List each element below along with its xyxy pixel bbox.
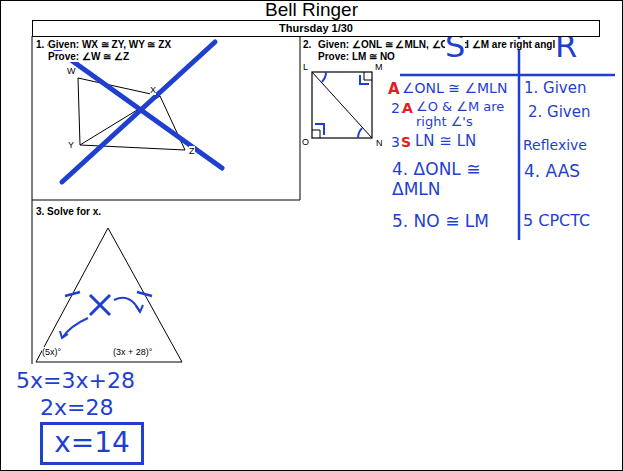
handwritten-arrow <box>136 305 143 312</box>
equation-text: 5x=3x+28 <box>16 368 135 393</box>
marker-letter: S <box>401 134 411 150</box>
reason-text: 5 CPCTC <box>523 212 590 230</box>
statement-text: ∠O & ∠M are right ∠'s <box>416 100 516 130</box>
vertex-label: M <box>375 62 383 72</box>
cross-out-mark <box>62 42 215 182</box>
step-number: 3 <box>391 134 400 150</box>
statement-text: LN ≅ LN <box>415 132 476 150</box>
reason-text: 4. AAS <box>524 162 580 182</box>
handwritten-right-angle <box>360 75 369 84</box>
tick-mark <box>65 292 80 296</box>
problem-number: 1. <box>36 39 44 51</box>
statement-text: ∠ONL ≅ ∠MLN <box>402 80 507 96</box>
angle-arc <box>358 128 362 138</box>
reason-text: Reflexive <box>523 137 587 153</box>
marker-letter: A <box>388 81 400 98</box>
statement-text: 5. NO ≅ LM <box>392 211 489 231</box>
marker-letter: A <box>402 100 413 116</box>
node-text: Thursday 1/30 <box>279 22 353 35</box>
equation-text: 2x=28 <box>40 395 113 420</box>
vertex-label: X <box>150 85 156 95</box>
marker-letter: A <box>402 100 413 116</box>
problem-text: Given: WX ≅ ZY, WY ≅ ZX <box>48 39 171 51</box>
node-text: x=14 <box>54 427 130 459</box>
t-chart-line <box>518 30 521 240</box>
right-angle-mark <box>312 130 320 138</box>
vertex-label: L <box>303 62 308 72</box>
handwritten-x <box>90 295 110 315</box>
answer-box: x=14 <box>40 422 144 465</box>
reason-text: 2. Given <box>528 103 590 121</box>
problem-number: 2. <box>303 39 311 51</box>
handwritten-right-angle <box>315 124 324 135</box>
statement-text: LN ≅ LN <box>415 133 476 150</box>
vertex-label: N <box>376 138 383 148</box>
problem-divider <box>300 36 301 200</box>
vertex-label: W <box>67 66 76 76</box>
equation-text: 5x=3x+28 <box>16 368 135 393</box>
angle-label: (5x)° <box>42 347 61 357</box>
angle-label: (3x + 28)° <box>113 347 152 357</box>
marker-letter: S <box>401 134 411 150</box>
statement-text: 4. ΔONL ≅ ΔMLN <box>392 159 480 199</box>
vertex-label: L <box>303 62 308 72</box>
vertex-label: Z <box>189 146 195 156</box>
reason-text: 1. Given <box>524 79 586 97</box>
handwritten-x <box>90 295 110 315</box>
quadrilateral-figure <box>78 78 185 150</box>
angle-arc <box>322 72 326 82</box>
problem-number: 1. <box>36 39 44 50</box>
reason-text: Reflexive <box>523 137 587 153</box>
problem-text: Prove: ∠W ≅ ∠Z <box>48 51 129 63</box>
statement-text: 4. ΔONL ≅ ΔMLN <box>392 160 516 199</box>
step-number: 3 <box>391 134 400 150</box>
vertex-label: N <box>376 138 383 148</box>
vertex-label: W <box>67 66 76 76</box>
triangle-figure <box>36 228 182 362</box>
problem-text: Prove: ∠W ≅ ∠Z <box>48 51 129 62</box>
handwritten-arrow <box>114 298 140 312</box>
problem-divider <box>32 200 300 201</box>
cross-out-mark <box>50 45 222 168</box>
header-band: Thursday 1/30 <box>32 20 600 37</box>
vertex-label: Y <box>68 140 74 150</box>
tick-mark <box>137 292 152 296</box>
slide-title: Bell Ringer <box>0 0 623 21</box>
vertex-label: O <box>302 137 309 147</box>
vertex-label: O <box>302 137 309 147</box>
angle-label: (3x + 28)° <box>113 347 152 357</box>
problem-text: Prove: LM ≅ NO <box>318 51 395 63</box>
problem-heading: 3. Solve for x. <box>36 206 101 217</box>
statement-text: 5. NO ≅ LM <box>392 212 489 232</box>
reason-text: 5 CPCTC <box>523 211 590 230</box>
problem-text: Given: ∠ONL ≅ ∠MLN, ∠O and ∠M are right … <box>318 39 569 50</box>
reason-text: 1. Given <box>524 80 586 97</box>
equation-text: 2x=28 <box>40 395 113 420</box>
statement-text: ∠ONL ≅ ∠MLN <box>402 80 507 96</box>
reason-text: 2. Given <box>528 104 590 121</box>
diagonal-line <box>312 72 372 138</box>
vertex-label: X <box>150 85 156 95</box>
problem-number: 2. <box>303 39 311 50</box>
angle-label: (5x)° <box>42 347 61 357</box>
problem-heading: 3. Solve for x. <box>36 206 101 218</box>
t-chart-line <box>400 74 615 77</box>
problem-text: Given: WX ≅ ZY, WY ≅ ZX <box>48 39 171 50</box>
reason-text: 4. AAS <box>524 161 580 181</box>
statement-text: ∠O & ∠M are right ∠'s <box>416 99 504 129</box>
handwritten-arrow <box>60 331 68 338</box>
title-text: Bell Ringer <box>265 0 358 20</box>
rectangle-figure <box>312 72 372 138</box>
right-angle-mark <box>364 72 372 80</box>
vertex-label: Y <box>68 140 74 150</box>
vertex-label: Z <box>189 146 195 156</box>
vertex-label: M <box>375 62 383 72</box>
problem-text: Prove: LM ≅ NO <box>318 51 395 62</box>
marker-letter: A <box>388 80 400 98</box>
